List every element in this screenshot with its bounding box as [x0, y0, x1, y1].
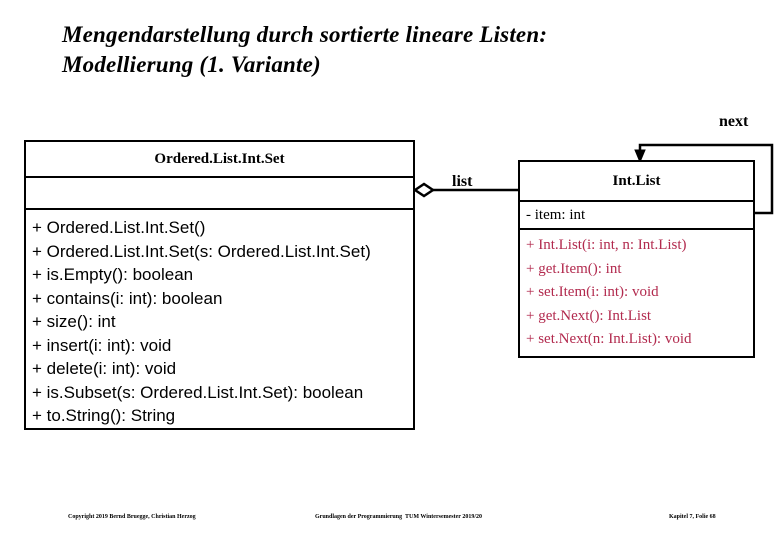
operation-row: + size(): int	[32, 312, 116, 331]
aggregation-diamond-icon	[412, 182, 436, 198]
page-title: Mengendarstellung durch sortierte linear…	[62, 20, 722, 80]
operation-row: + Ordered.List.Int.Set()	[32, 218, 206, 237]
operation-row: + set.Next(n: Int.List): void	[526, 331, 692, 347]
class-operations-ordered-list-int-set: + Ordered.List.Int.Set() + Ordered.List.…	[26, 208, 413, 428]
class-box-ordered-list-int-set[interactable]: Ordered.List.Int.Set + Ordered.List.Int.…	[24, 140, 415, 430]
operation-row: + get.Next(): Int.List	[526, 307, 652, 324]
association-label-next: next	[719, 113, 749, 130]
attribute-row: - item: int	[526, 207, 586, 223]
footer-copyright: Copyright 2019 Bernd Bruegge, Christian …	[68, 514, 196, 520]
footer-course: Grundlagen der Programmierung TUM Winter…	[315, 514, 482, 520]
operation-row: + is.Empty(): boolean	[32, 265, 194, 284]
operation-row: + delete(i: int): void	[32, 359, 177, 378]
class-name-int-list: Int.List	[520, 162, 753, 200]
operation-row: + set.Item(i: int): void	[526, 284, 659, 300]
page-title-line-2: Modellierung (1. Variante)	[62, 52, 321, 77]
operation-row: + get.Item(): int	[526, 260, 622, 277]
class-box-int-list[interactable]: Int.List - item: int + Int.List(i: int, …	[518, 160, 755, 358]
class-attributes-int-list: - item: int	[520, 200, 753, 228]
association-label-list: list	[452, 173, 473, 190]
class-operations-int-list: + Int.List(i: int, n: Int.List) + get.It…	[520, 228, 753, 356]
operation-row: + is.Subset(s: Ordered.List.Int.Set): bo…	[32, 382, 364, 402]
operation-row: + Int.List(i: int, n: Int.List)	[526, 237, 687, 253]
class-name-ordered-list-int-set: Ordered.List.Int.Set	[26, 142, 413, 176]
operation-row: + contains(i: int): boolean	[32, 288, 223, 308]
page-title-line-1: Mengendarstellung durch sortierte linear…	[62, 22, 548, 47]
operation-row: + to.String(): String	[32, 406, 176, 425]
footer-page: Kapitel 7, Folie 68	[669, 514, 716, 520]
operation-row: + insert(i: int): void	[32, 335, 172, 355]
operation-row: + Ordered.List.Int.Set(s: Ordered.List.I…	[32, 241, 371, 261]
class-attributes-ordered-list-int-set	[26, 176, 413, 208]
